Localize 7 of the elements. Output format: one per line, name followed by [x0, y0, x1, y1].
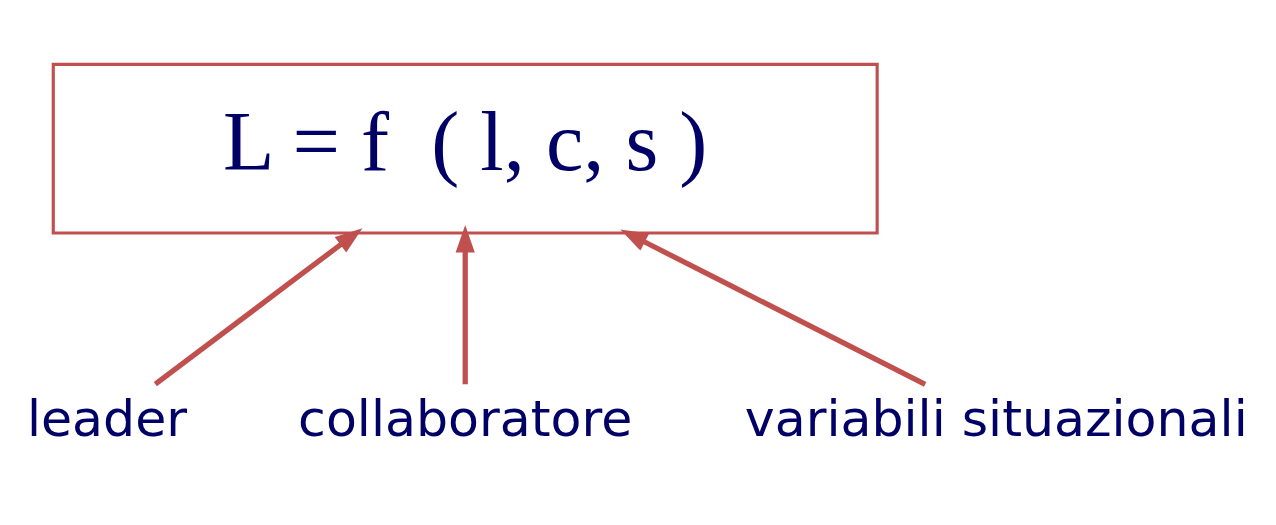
node-text: leader	[26, 388, 188, 448]
arrow	[455, 225, 475, 385]
node-box: L = f ( l, c, s )	[51, 62, 879, 235]
node-text: variabili situazionali	[744, 388, 1248, 448]
arrow	[153, 228, 363, 387]
node-text: collaboratore	[298, 388, 633, 448]
arrow	[620, 229, 927, 387]
